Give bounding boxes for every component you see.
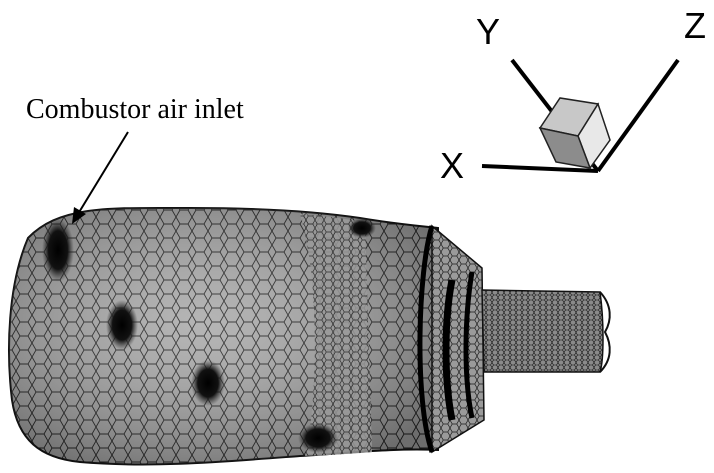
exit-duct: [481, 289, 611, 373]
air-inlet-hole: [106, 300, 138, 350]
air-inlet-hole: [348, 218, 376, 238]
z-axis-label: Z: [684, 5, 706, 46]
y-axis-label: Y: [476, 11, 500, 52]
air-inlet-hole: [298, 423, 338, 453]
x-axis-label: X: [440, 145, 464, 186]
axes-triad: X Y Z: [440, 5, 706, 186]
annotation-arrow-shaft: [77, 131, 129, 215]
air-inlet-holes: [42, 218, 376, 453]
transition-cone: [417, 224, 485, 454]
x-axis-line: [481, 164, 599, 173]
annotation-label: Combustor air inlet: [26, 94, 244, 125]
orientation-cube: [538, 97, 611, 170]
annotation-arrowhead: [72, 207, 86, 224]
combustor-liner-body: [8, 206, 439, 466]
air-inlet-hole: [191, 360, 225, 406]
z-axis-line: [596, 58, 680, 173]
air-inlet-hole: [42, 218, 74, 282]
inlet-annotation: Combustor air inlet: [26, 94, 244, 224]
